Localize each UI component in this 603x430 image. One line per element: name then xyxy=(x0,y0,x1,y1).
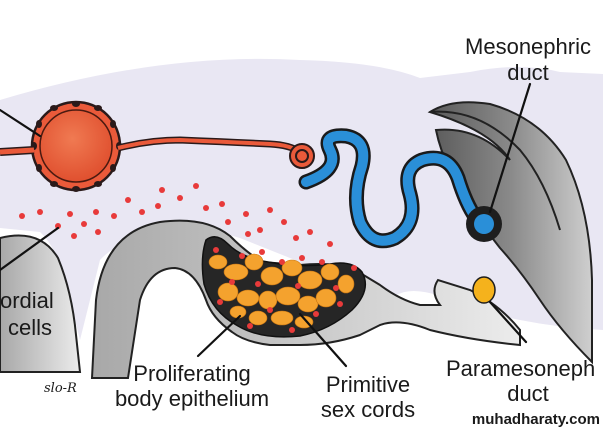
label-mesonephric-line1: Mesonephric xyxy=(465,34,591,59)
mesonephric-tubule-red-inner xyxy=(117,137,302,154)
mesonephric-duct xyxy=(466,206,502,242)
afferent-vessel-inner xyxy=(0,147,35,155)
label-proliferating-line1: Proliferating xyxy=(133,361,250,386)
artist-signature: slo-R xyxy=(44,381,77,396)
germ-cells-in-cords xyxy=(213,247,357,333)
migrating-germ-cells xyxy=(19,183,333,247)
leader-mesonephric xyxy=(488,82,532,214)
mesonephric-ridge xyxy=(427,101,593,365)
label-primitive-line2: sex cords xyxy=(321,397,415,422)
label-proliferating-line2: body epithelium xyxy=(115,386,269,411)
label-paramesonephric-line2: duct xyxy=(507,381,549,406)
label-primordial-line1: ordial xyxy=(0,288,54,313)
label-paramesonephric-line1: Paramesoneph xyxy=(446,356,595,381)
mesonephric-tubule-blue-inner xyxy=(301,130,481,246)
glomerulus xyxy=(30,100,122,192)
primitive-sex-cords xyxy=(208,253,355,329)
tubule-coil xyxy=(289,143,315,169)
paramesonephric-duct xyxy=(472,276,496,304)
left-ridge xyxy=(0,234,82,373)
watermark: muhadharaty.com xyxy=(472,411,600,428)
label-primitive-line1: Primitive xyxy=(326,372,410,397)
label-mesonephric-line2: duct xyxy=(507,60,549,85)
leader-glomerulus xyxy=(0,108,42,138)
leader-paramesonephric xyxy=(488,300,528,344)
leader-primordial xyxy=(0,226,60,272)
label-primordial-line2: cells xyxy=(8,315,52,340)
leader-proliferating xyxy=(196,314,242,358)
leader-primitive xyxy=(298,312,348,368)
mesonephric-ridge-fold xyxy=(429,110,561,231)
